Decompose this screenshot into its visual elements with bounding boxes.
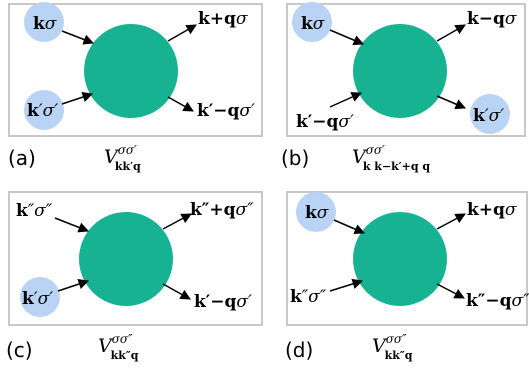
incoming-arrow	[329, 278, 364, 292]
incoming-arrow	[329, 92, 362, 108]
incoming-bubble	[292, 2, 332, 42]
incoming-bubble	[24, 2, 64, 42]
interaction-vertex	[353, 24, 447, 118]
leg-label: k+qσ	[198, 9, 248, 29]
leg-label: kσ	[33, 14, 57, 34]
outgoing-arrow	[436, 95, 466, 110]
vertex-label: Vσσ″kk″q	[98, 332, 139, 362]
panel-c: k″σ″ k′σ′ k″+qσ″ k′−qσ′ (c) Vσσ″kk″q	[6, 191, 263, 362]
outgoing-arrow	[167, 24, 197, 42]
incoming-bubble	[20, 277, 60, 317]
panel-label: (b)	[281, 146, 309, 170]
leg-label: kσ	[305, 203, 329, 223]
panel-label: (d)	[285, 338, 313, 362]
leg-label: k″+qσ″	[190, 200, 254, 220]
outgoing-arrow	[162, 283, 191, 300]
incoming-arrow	[61, 30, 94, 45]
incoming-arrow	[333, 219, 365, 235]
leg-label: k−qσ	[467, 9, 517, 29]
incoming-arrow	[61, 92, 93, 105]
incoming-bubble	[296, 192, 336, 232]
panel-label: (a)	[8, 146, 36, 170]
leg-label: k′σ′	[473, 106, 504, 126]
incoming-arrow	[329, 29, 364, 46]
panel-a: kσ k′σ′ k+qσ k′−qσ′ (a) Vσσ′kk′q	[8, 2, 263, 173]
leg-label: k′−qσ′	[197, 101, 255, 121]
interaction-vertex	[353, 212, 447, 306]
panel-label: (c)	[6, 338, 33, 362]
vertex-label: Vσσ′k k−k′+q q	[352, 143, 430, 173]
leg-label: k″σ″	[16, 201, 53, 221]
vertex-label: Vσσ″kk″q	[372, 332, 413, 362]
panel-d: kσ k″σ″ k+qσ k″−qσ″ (d) Vσσ″kk″q	[285, 191, 529, 362]
leg-label: k′σ′	[27, 101, 58, 121]
vertex-label: Vσσ′kk′q	[104, 143, 141, 173]
outgoing-arrow	[167, 96, 194, 112]
outgoing-arrow	[162, 213, 192, 230]
leg-label: k′−qσ′	[296, 112, 354, 132]
leg-label: k″−qσ″	[466, 291, 529, 311]
incoming-arrow	[54, 217, 89, 233]
interaction-vertex	[84, 24, 178, 118]
interaction-vertex	[79, 212, 173, 306]
outgoing-bubble	[470, 94, 510, 134]
leg-label: kσ	[301, 14, 325, 34]
leg-label: k″σ″	[290, 287, 327, 307]
outgoing-arrow	[436, 24, 466, 42]
leg-label: k+qσ	[467, 200, 517, 220]
incoming-bubble	[24, 90, 64, 130]
leg-label: k′−qσ′	[194, 292, 252, 312]
incoming-arrow	[57, 279, 89, 292]
panel-b: kσ k′−qσ′ k−qσ k′σ′ (b) Vσσ′k k−k′+q q	[281, 2, 526, 173]
outgoing-arrow	[436, 213, 466, 230]
outgoing-arrow	[436, 283, 465, 299]
leg-label: k′σ′	[22, 289, 53, 309]
